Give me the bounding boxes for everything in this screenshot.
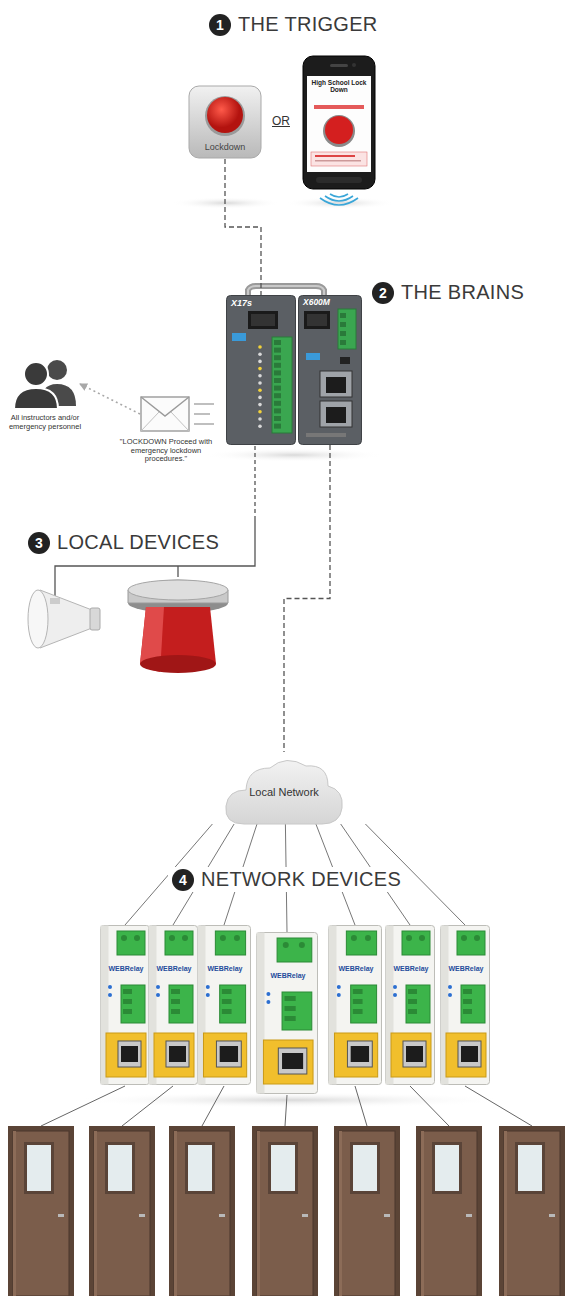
node-label: All instructors and/or emergency personn… xyxy=(2,414,88,431)
envelope-art xyxy=(140,396,190,432)
web-server-art xyxy=(298,295,362,445)
shadows xyxy=(70,197,510,1108)
people-icon: All instructors and/or emergency personn… xyxy=(12,358,78,410)
web-relay: WEBRelay xyxy=(100,925,150,1085)
network-cloud: Local Network xyxy=(222,752,346,830)
warning-beacon xyxy=(128,580,228,673)
node-label: Local Network xyxy=(249,786,319,799)
node-label: X600M xyxy=(303,298,330,308)
callout-number: 1 xyxy=(209,14,231,36)
relay-art xyxy=(440,925,490,1085)
node-label: High School Lock Down xyxy=(310,79,368,94)
relay-art xyxy=(100,925,150,1085)
section-title: THE TRIGGER xyxy=(238,13,378,36)
section-title: NETWORK DEVICES xyxy=(201,868,401,891)
smartphone: High School Lock Down xyxy=(302,55,376,190)
callout-number: 4 xyxy=(172,869,194,891)
section-title: LOCAL DEVICES xyxy=(57,531,219,554)
node-label: Lockdown xyxy=(188,142,262,152)
web-relay: WEBRelay xyxy=(440,925,490,1085)
relay-art xyxy=(256,932,318,1094)
node-label: X17s xyxy=(231,298,252,308)
people-art xyxy=(12,358,78,410)
web-relay: WEBRelay xyxy=(197,925,251,1085)
web-relay: WEBRelay xyxy=(148,925,198,1085)
section-heading: 3 LOCAL DEVICES xyxy=(24,530,223,555)
web-server-module: X600M xyxy=(298,295,362,445)
relay-art xyxy=(197,925,251,1085)
section-heading: 1 THE TRIGGER xyxy=(205,12,382,37)
controller-art xyxy=(226,295,296,445)
web-relay: WEBRelay xyxy=(256,932,318,1094)
node-label: WEBRelay xyxy=(150,965,198,973)
envelope-speed-lines xyxy=(194,404,214,424)
wireless-waves xyxy=(320,194,358,205)
node-label: "LOCKDOWN Proceed with emergency lockdow… xyxy=(118,438,214,464)
callout-number: 2 xyxy=(372,282,394,304)
horn-speaker xyxy=(28,590,100,648)
relay-art xyxy=(148,925,198,1085)
relay-art xyxy=(328,925,382,1085)
node-label: WEBRelay xyxy=(258,972,318,980)
or-label: OR xyxy=(272,114,290,128)
phone-art xyxy=(302,55,376,190)
email-envelope: "LOCKDOWN Proceed with emergency lockdow… xyxy=(140,396,190,432)
relay-art xyxy=(385,925,435,1085)
connector xyxy=(80,384,140,414)
section-heading: 2 THE BRAINS xyxy=(368,280,528,305)
section-title: THE BRAINS xyxy=(401,281,524,304)
web-relay: WEBRelay xyxy=(385,925,435,1085)
connector xyxy=(284,445,330,752)
section-heading: 4 NETWORK DEVICES xyxy=(168,867,405,892)
connector xyxy=(225,159,261,295)
web-relay: WEBRelay xyxy=(328,925,382,1085)
callout-number: 3 xyxy=(28,532,50,554)
local-wires xyxy=(55,446,255,600)
node-label: WEBRelay xyxy=(102,965,150,973)
doors xyxy=(8,1126,565,1296)
node-label: WEBRelay xyxy=(387,965,435,973)
node-label: WEBRelay xyxy=(330,965,382,973)
node-label: WEBRelay xyxy=(442,965,490,973)
lockdown-button: Lockdown xyxy=(188,85,262,159)
node-label: WEBRelay xyxy=(199,965,251,973)
controller-module: X17s xyxy=(226,295,296,445)
